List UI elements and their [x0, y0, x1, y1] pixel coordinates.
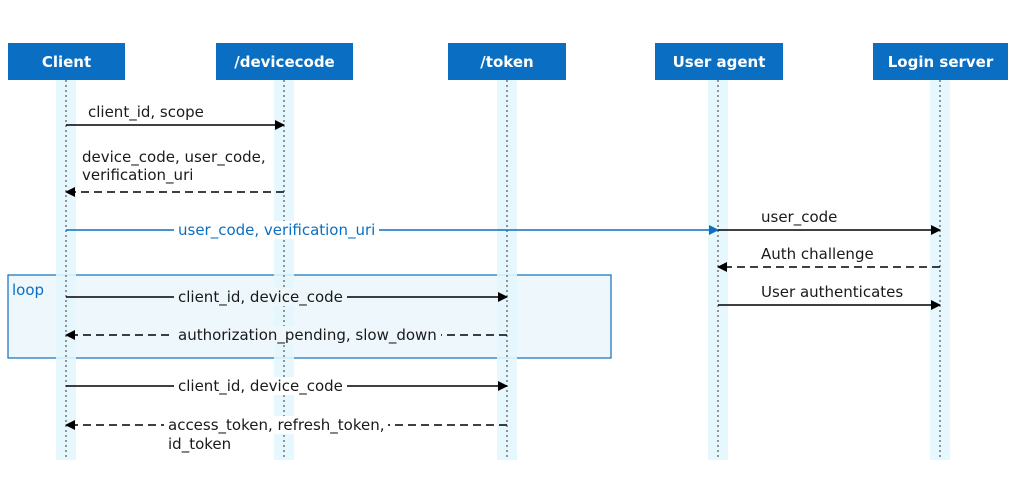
actor-client: Client [8, 43, 125, 80]
actor-login-server: Login server [873, 43, 1008, 80]
msg-token-line2: id_token [168, 435, 232, 453]
actor-user-agent: User agent [655, 43, 783, 80]
actor-devicecode: /devicecode [216, 43, 353, 80]
loop-label: loop [12, 281, 45, 299]
msg-device-code-line1: device_code, user_code, [82, 148, 266, 166]
msg-client-id-scope: client_id, scope [88, 103, 204, 121]
msg-user-code: user_code [761, 208, 838, 226]
actor-token: /token [448, 43, 566, 80]
msg-token-line1: access_token, refresh_token, [164, 416, 389, 434]
msg-user-authenticates: User authenticates [761, 283, 904, 301]
msg-authorization-pending: authorization_pending, slow_down [174, 326, 441, 344]
msg-device-code-line2: verification_uri [82, 166, 194, 184]
msg-auth-challenge: Auth challenge [761, 245, 874, 263]
msg-loop-client-id-device-code: client_id, device_code [174, 288, 347, 306]
msg-user-code-verification-uri: user_code, verification_uri [174, 221, 380, 239]
msg-client-id-device-code: client_id, device_code [174, 377, 347, 395]
